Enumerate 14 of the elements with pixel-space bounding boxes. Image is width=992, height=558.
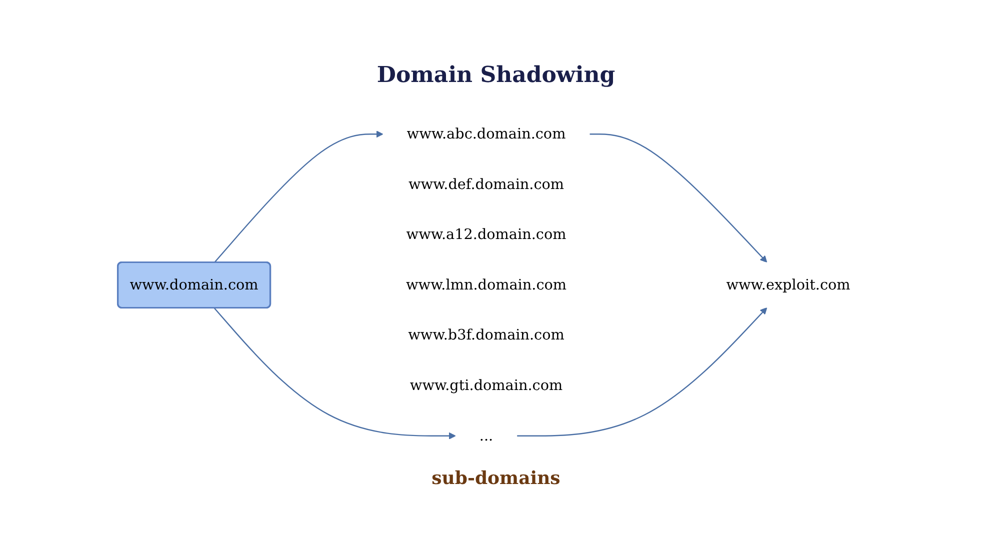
- node-text: www.b3f.domain.com: [408, 326, 564, 344]
- node-text: www.gti.domain.com: [410, 377, 563, 394]
- arrow: [590, 134, 768, 263]
- node-text: www.def.domain.com: [408, 176, 564, 193]
- diagram-title: Domain Shadowing: [376, 62, 616, 88]
- node-text: www.lmn.domain.com: [406, 276, 567, 294]
- group-caption: sub-domains: [432, 468, 560, 489]
- node-text: www.exploit.com: [726, 276, 850, 294]
- arrow: [517, 307, 768, 436]
- arrow: [214, 130, 384, 264]
- arrow: [214, 308, 456, 440]
- node-text: ...: [479, 427, 494, 444]
- node-text: www.abc.domain.com: [406, 126, 566, 143]
- node-text: www.a12.domain.com: [406, 226, 566, 244]
